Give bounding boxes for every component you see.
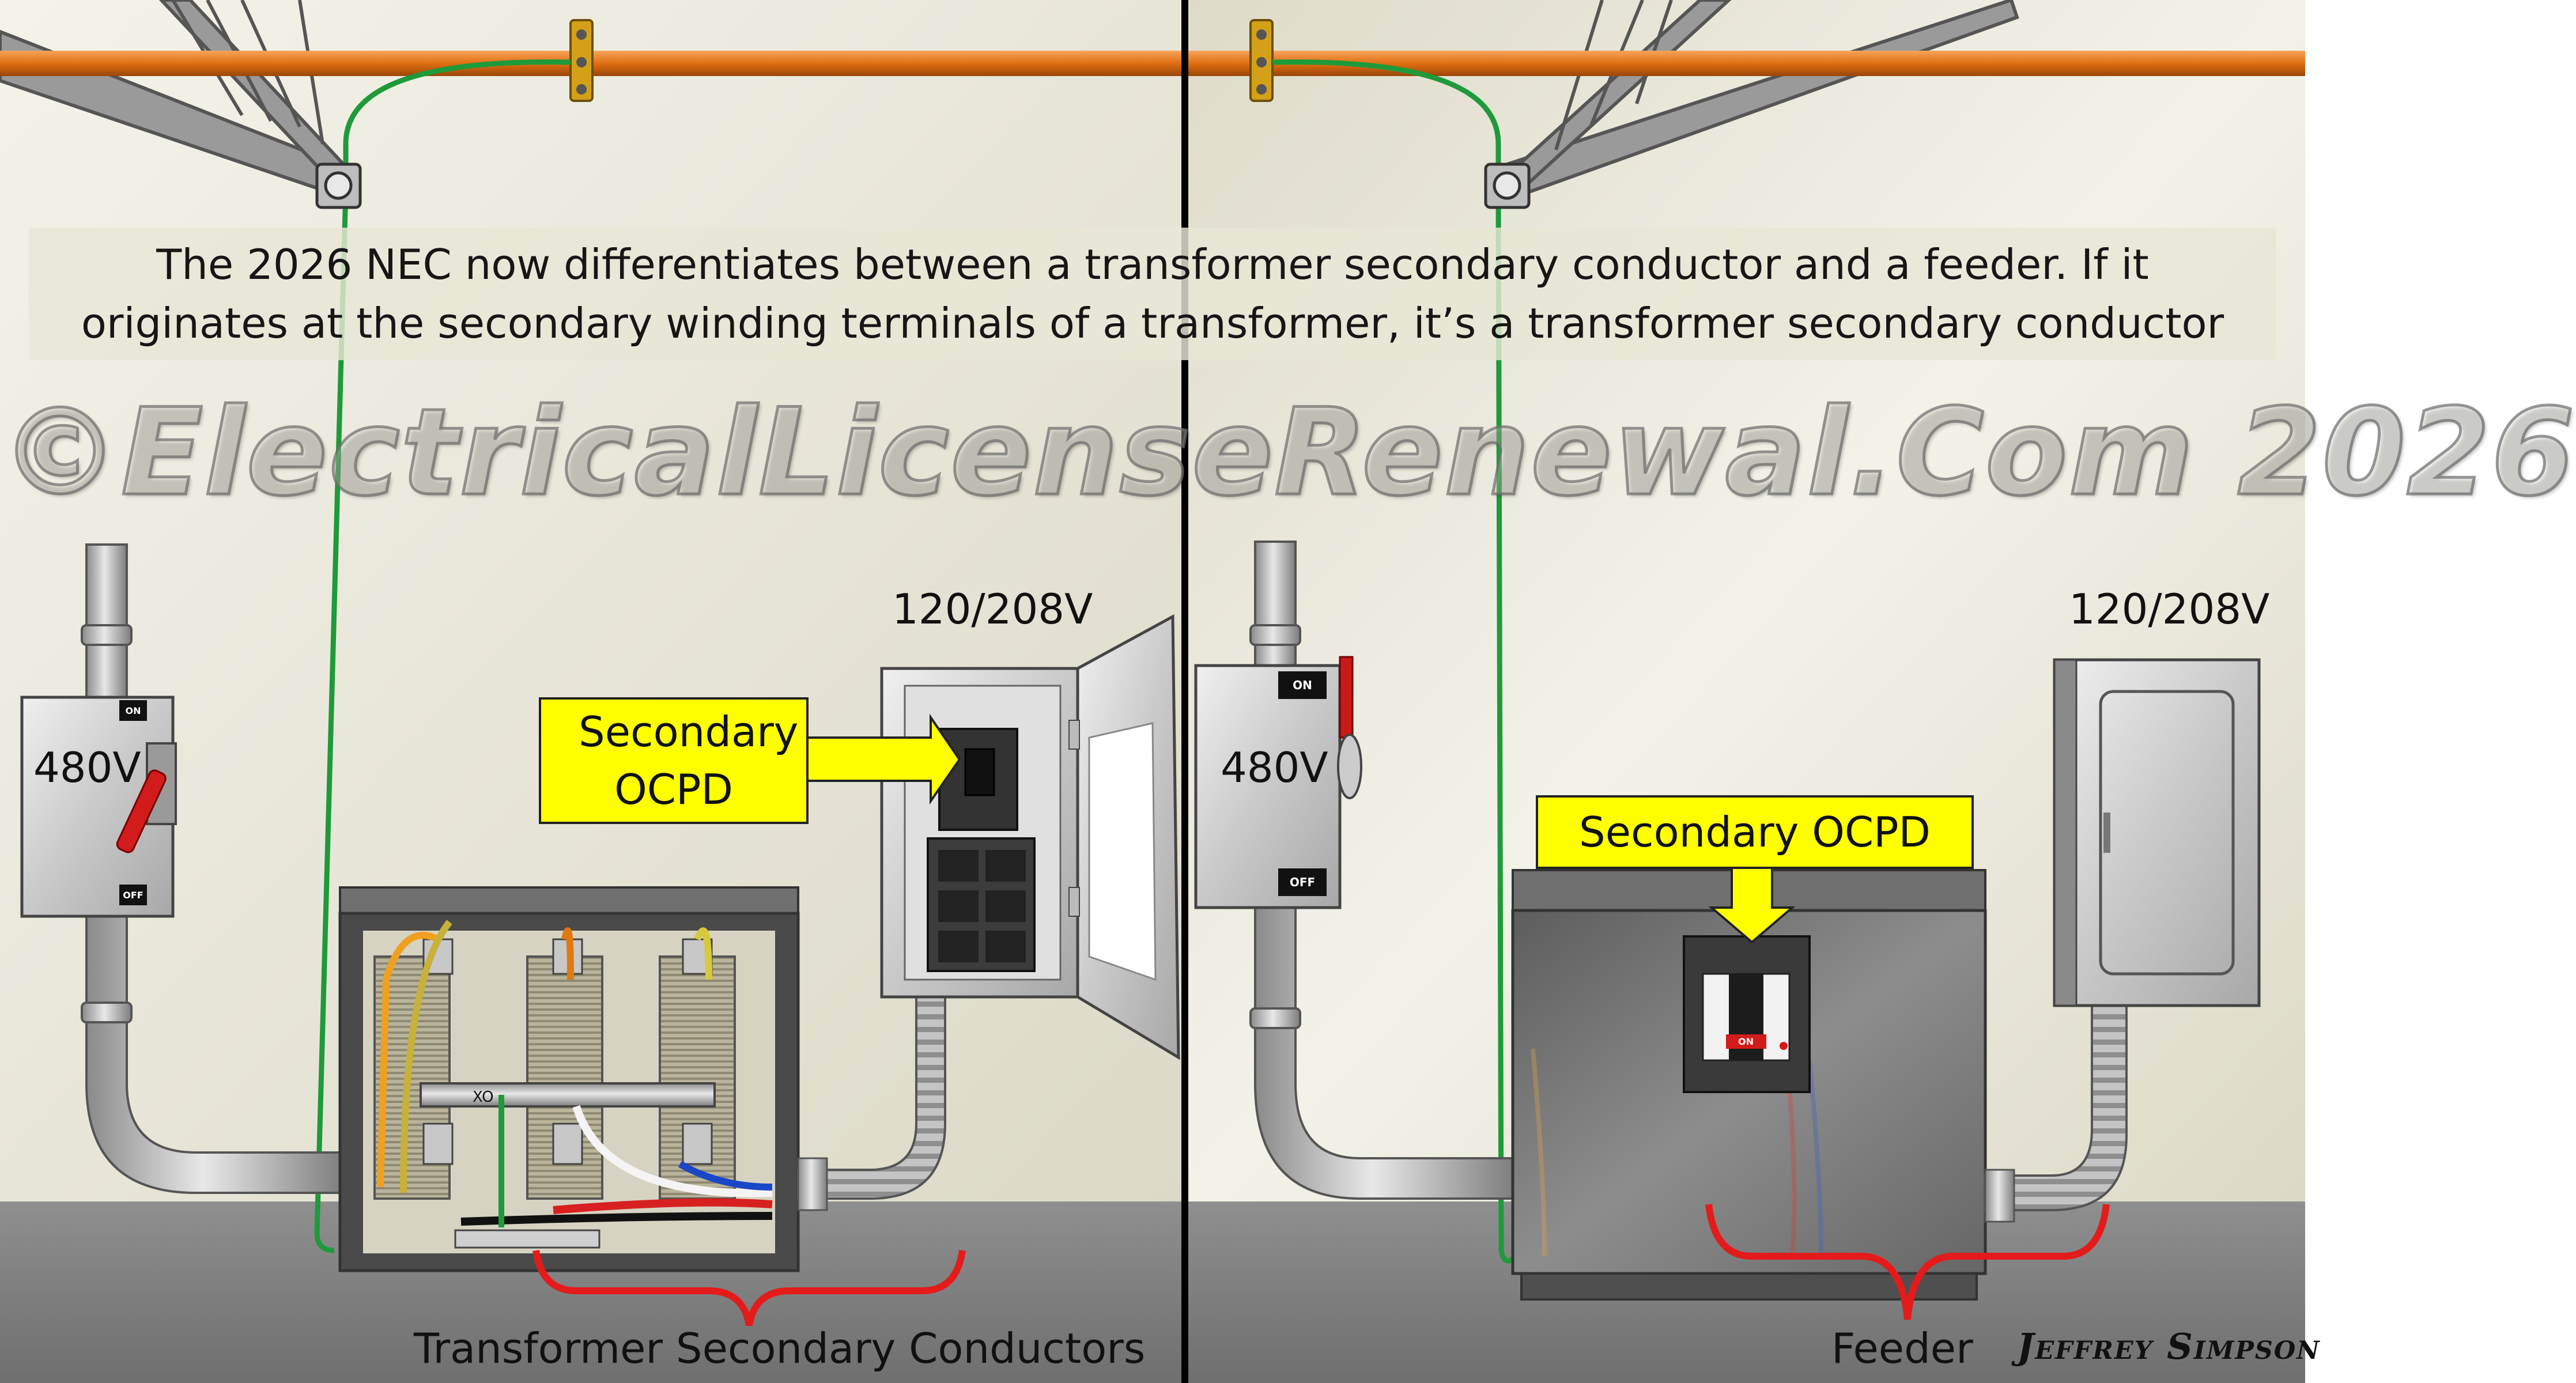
left-primary-conduit [85,543,128,698]
right-flex-conduit [1984,1004,2128,1211]
right-bracket-label: Feeder [1831,1324,1973,1373]
right-callout-arrow [1708,866,1796,944]
left-branch-breakers [938,850,1026,962]
conduit-strap [81,1002,133,1023]
right-ground-clamp [1484,163,1531,209]
nec-caption: The 2026 NEC now differentiates between … [29,228,2276,360]
conduit-strap [1249,1007,1301,1029]
beam-clamp-right [1249,19,1274,102]
right-ocpd-callout-text: Secondary OCPD [1579,808,1931,856]
right-disconnect-switch [1194,656,1362,909]
right-feeder-bracket [1705,1204,2110,1320]
caption-line-1: The 2026 NEC now differentiates between … [156,240,2149,289]
diagram-canvas: XO [0,0,2305,1383]
right-secondary-ocpd-callout: Secondary OCPD [1536,795,1974,869]
beam-clamp-left [569,19,594,102]
left-switch-on-tag: ON [119,700,147,721]
right-switch-on-tag: ON [1278,671,1327,699]
left-callout-arrow [803,713,961,805]
flex-connector [1984,1169,2015,1223]
flex-connector [797,1157,828,1211]
left-ocpd-callout-text: Secondary OCPD [579,708,799,814]
left-ground-clamp [315,163,362,209]
left-disconnect-switch [20,696,177,918]
left-transformer [338,886,800,1272]
left-bracket-label: Transformer Secondary Conductors [414,1324,1146,1373]
panel-divider [1181,0,1188,1383]
right-switch-off-tag: OFF [1278,868,1327,896]
left-conduit-to-xfmr [85,898,347,1194]
left-switch-off-tag: OFF [119,885,147,905]
right-panelboard [2053,658,2261,1007]
left-panelboard [880,614,1180,1060]
breaker-on-label: ON [1738,1036,1754,1047]
left-primary-voltage-label: 480V [33,743,141,792]
left-ground-wire [314,59,571,1253]
right-conduit-to-xfmr [1254,904,1517,1200]
right-secondary-ocpd-breaker [1683,935,1811,1093]
right-secondary-voltage-label: 120/208V [2069,585,2270,633]
left-secondary-voltage-label: 120/208V [892,585,1093,633]
right-primary-voltage-label: 480V [1221,743,1328,792]
xo-terminal-label: XO [473,1089,494,1106]
left-secondary-bracket [532,1250,966,1327]
left-secondary-ocpd-callout: Secondary OCPD [539,697,809,824]
author-signature: Jeffrey Simpson [2017,1325,2321,1367]
conduit-strap [1249,624,1301,646]
conduit-strap [81,624,133,646]
right-ground-wire [1272,59,1518,1264]
copyright-watermark: ©ElectricalLicenseRenewal.Com 2026 [0,382,2576,524]
right-primary-conduit [1254,541,1297,670]
caption-line-2: originates at the secondary winding term… [81,299,2224,347]
